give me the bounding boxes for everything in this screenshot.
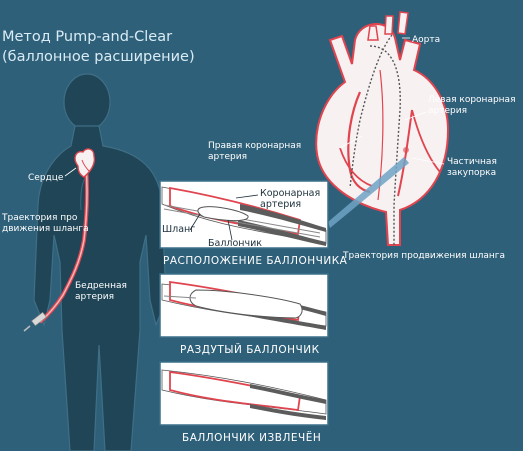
coronary-artery-label-line1: Коронарная: [260, 188, 320, 199]
coronary-artery-label-line2: артерия: [260, 199, 301, 210]
path-label-line1: Траектория про: [1, 213, 78, 223]
panel2-caption: РАЗДУТЫЙ БАЛЛОНЧИК: [180, 343, 320, 356]
hose-path-label: Траектория продвижения шланга: [342, 251, 505, 261]
panel-balloon-placement: [159, 180, 329, 249]
aorta-label: Аорта: [412, 35, 440, 45]
hose-label: Шланг: [162, 224, 195, 235]
right-coronary-label-line1: Правая коронарная: [208, 141, 301, 151]
body-heart-icon: [74, 148, 96, 178]
path-label-line2: движения шланга: [2, 224, 89, 234]
left-coronary-label-line1: Левая коронарная: [428, 95, 516, 105]
panel3-caption: БАЛЛОНЧИК ИЗВЛЕЧЁН: [182, 431, 321, 444]
body-artery-path: [38, 164, 90, 324]
zoom-pointer: [328, 157, 409, 228]
heart-label: Сердце: [28, 173, 64, 183]
balloon-label: Баллончик: [208, 238, 262, 249]
femoral-label-line1: Бедренная: [75, 281, 127, 291]
panel-balloon-removed: [159, 361, 329, 426]
blockage-label-line2: закупорка: [447, 168, 496, 178]
title-line1: Метод Pump-and-Clear: [2, 29, 172, 45]
left-coronary-label-line2: артерия: [428, 106, 467, 116]
blockage-label-line1: Частичная: [447, 157, 497, 167]
panel-balloon-inflated: [159, 273, 329, 338]
title-line2: (баллонное расширение): [2, 49, 195, 65]
body-silhouette: [33, 73, 167, 451]
large-heart: [315, 11, 450, 246]
femoral-label-line2: артерия: [75, 292, 114, 302]
heart-leader-lines: [339, 37, 445, 165]
panel1-caption: РАСПОЛОЖЕНИЕ БАЛЛОНЧИКА: [163, 255, 348, 267]
catheter-device: [23, 311, 47, 332]
heart-leader-line: [64, 167, 77, 177]
right-coronary-label-line2: артерия: [208, 152, 247, 162]
